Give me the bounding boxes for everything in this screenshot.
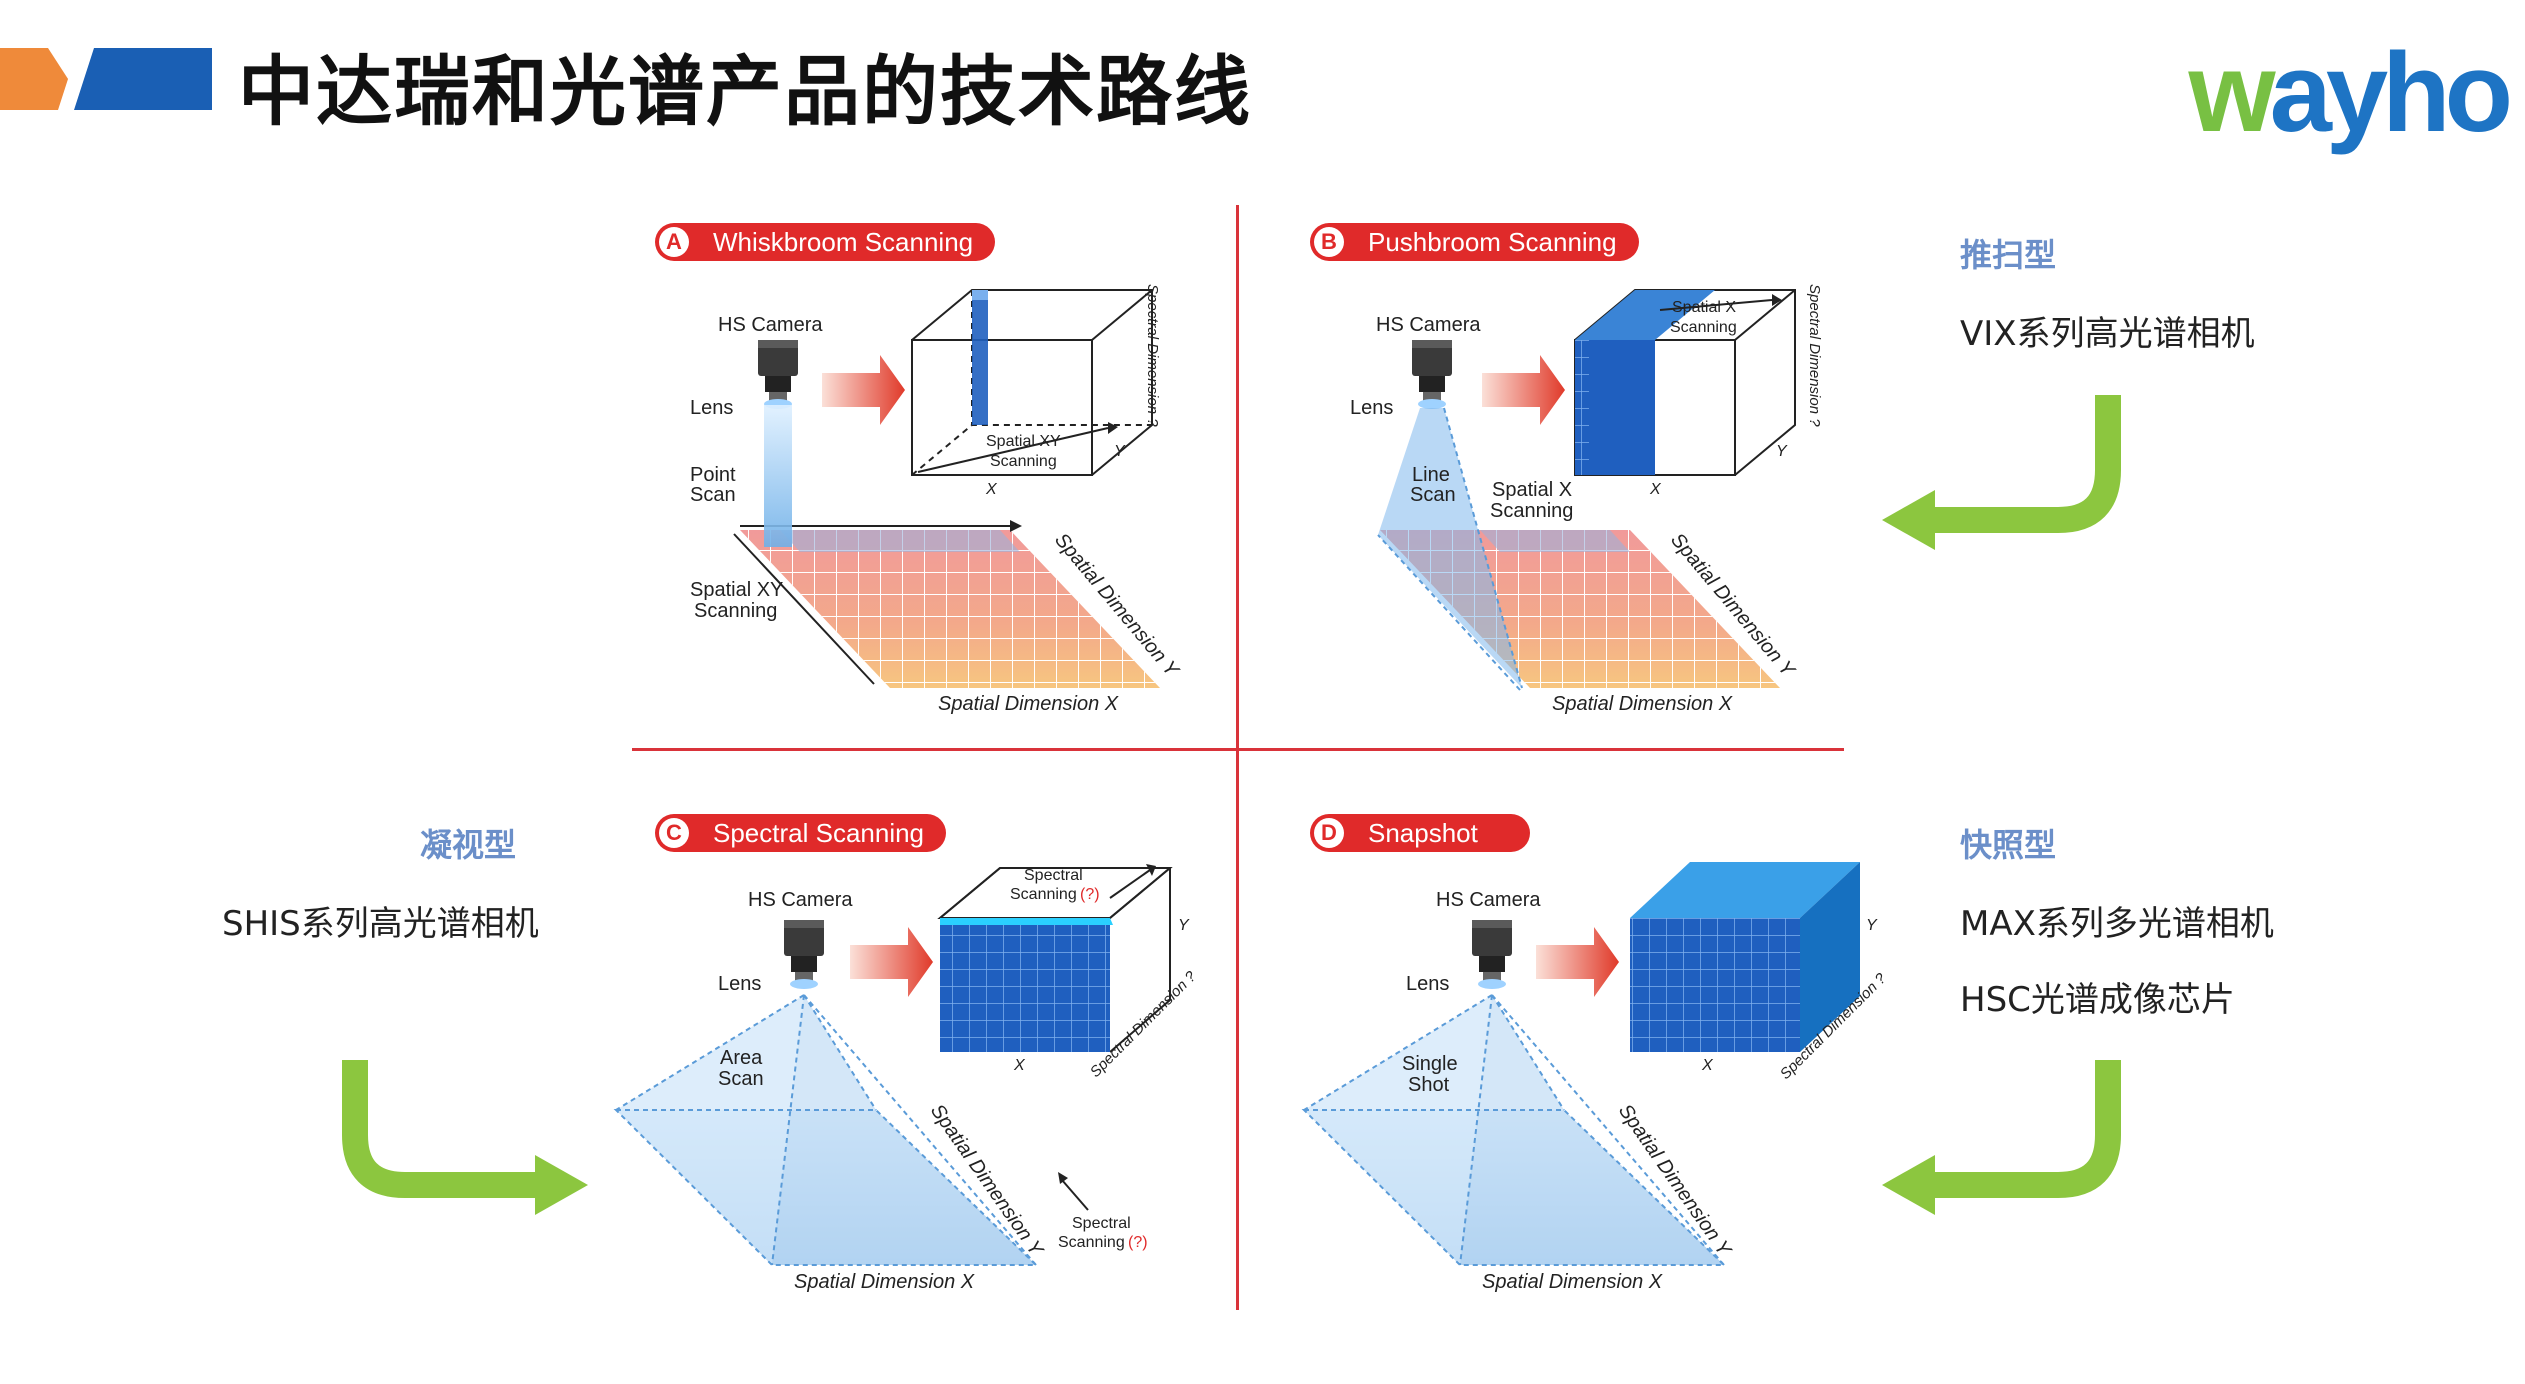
panel-c-dim-x: Spatial Dimension X xyxy=(794,1271,975,1293)
panel-a-cube-x: X xyxy=(985,481,998,498)
panel-b-cube-y: Y xyxy=(1776,443,1788,460)
green-arrow-pushbroom-head xyxy=(1882,490,1935,550)
panel-b-scan-l2: Scan xyxy=(1410,484,1456,506)
snapshot-product-2: HSC光谱成像芯片 xyxy=(1960,980,2235,1020)
panel-b-cube-x: X xyxy=(1649,481,1662,498)
panel-d-camera-label: HS Camera xyxy=(1436,889,1541,911)
panel-a-mode-l1: Spatial XY xyxy=(690,579,783,601)
green-arrow-snapshot xyxy=(1930,1060,2121,1198)
panel-b-mode-l1: Spatial X xyxy=(1492,479,1572,501)
panel-d-dim-x: Spatial Dimension X xyxy=(1482,1271,1663,1293)
panel-b-lens-label: Lens xyxy=(1350,397,1393,419)
panel-a-scan-l2: Scan xyxy=(690,484,736,506)
panel-d-cube-y: Y xyxy=(1866,917,1878,934)
panel-c-side-l2: Scanning xyxy=(1058,1234,1125,1251)
panel-b-cube-spectral: Spectral Dimension ? xyxy=(1806,284,1823,427)
horizontal-divider xyxy=(632,748,1844,751)
panel-b-dim-x: Spatial Dimension X xyxy=(1552,693,1733,715)
panel-c-cube-l2: Scanning xyxy=(1010,886,1077,903)
panel-d-scan-l1: Single xyxy=(1402,1053,1458,1075)
panel-a-diagram xyxy=(733,289,1160,688)
panel-a-scan-l1: Point xyxy=(690,464,736,486)
green-arrow-pushbroom xyxy=(1930,395,2121,533)
panel-b-scan-l1: Line xyxy=(1412,464,1450,486)
panel-d-cube-x: X xyxy=(1701,1057,1714,1074)
green-arrow-staring-head xyxy=(535,1155,588,1215)
panel-b-cube-l1: Spatial X xyxy=(1672,299,1736,316)
panel-d-scan-l2: Shot xyxy=(1408,1074,1450,1096)
panel-c-lens-label: Lens xyxy=(718,973,761,995)
panel-c-cube-l1: Spectral xyxy=(1024,867,1083,884)
panel-a-dim-x: Spatial Dimension X xyxy=(938,693,1119,715)
panel-c-scan-l2: Scan xyxy=(718,1068,764,1090)
panel-c-diagram xyxy=(613,864,1173,1266)
panel-a-lens-label: Lens xyxy=(690,397,733,419)
panel-c-cube-y: Y xyxy=(1178,917,1190,934)
panel-b-camera-label: HS Camera xyxy=(1376,314,1481,336)
panel-c-cube-x: X xyxy=(1013,1057,1026,1074)
staring-product: SHIS系列高光谱相机 xyxy=(222,904,539,944)
panel-a-camera-label: HS Camera xyxy=(718,314,823,336)
green-arrow-staring xyxy=(342,1060,540,1198)
panel-a-cube-l1: Spatial XY xyxy=(986,433,1061,450)
wayho-logo: wayho xyxy=(2188,30,2513,155)
panel-a-cube-y: Y xyxy=(1114,443,1126,460)
panel-a-cube-spectral: Spectral Dimension ? xyxy=(1144,284,1161,427)
panel-c-side-q: (?) xyxy=(1128,1234,1148,1251)
panel-c-scan-l1: Area xyxy=(720,1047,763,1069)
snapshot-product-1: MAX系列多光谱相机 xyxy=(1960,904,2274,944)
panel-d-lens-label: Lens xyxy=(1406,973,1449,995)
snapshot-heading: 快照型 xyxy=(1960,826,2057,864)
panel-a-cube-l2: Scanning xyxy=(990,453,1057,470)
panel-b-mode-l2: Scanning xyxy=(1490,500,1573,522)
panel-d-diagram xyxy=(1301,862,1860,1266)
panel-b-diagram xyxy=(1377,289,1796,691)
pushbroom-product: VIX系列高光谱相机 xyxy=(1960,314,2255,354)
vertical-divider xyxy=(1236,205,1239,1310)
brand-stripe-icon xyxy=(0,48,212,110)
panel-a-mode-l2: Scanning xyxy=(694,600,777,622)
staring-heading: 凝视型 xyxy=(420,826,517,864)
panel-c-side-l1: Spectral xyxy=(1072,1215,1131,1232)
panel-b-cube-l2: Scanning xyxy=(1670,319,1737,336)
green-arrow-snapshot-head xyxy=(1882,1155,1935,1215)
pushbroom-heading: 推扫型 xyxy=(1960,236,2057,274)
panel-c-cube-q: (?) xyxy=(1080,886,1100,903)
panel-c-camera-label: HS Camera xyxy=(748,889,853,911)
page-title: 中达瑞和光谱产品的技术路线 xyxy=(238,47,1252,136)
